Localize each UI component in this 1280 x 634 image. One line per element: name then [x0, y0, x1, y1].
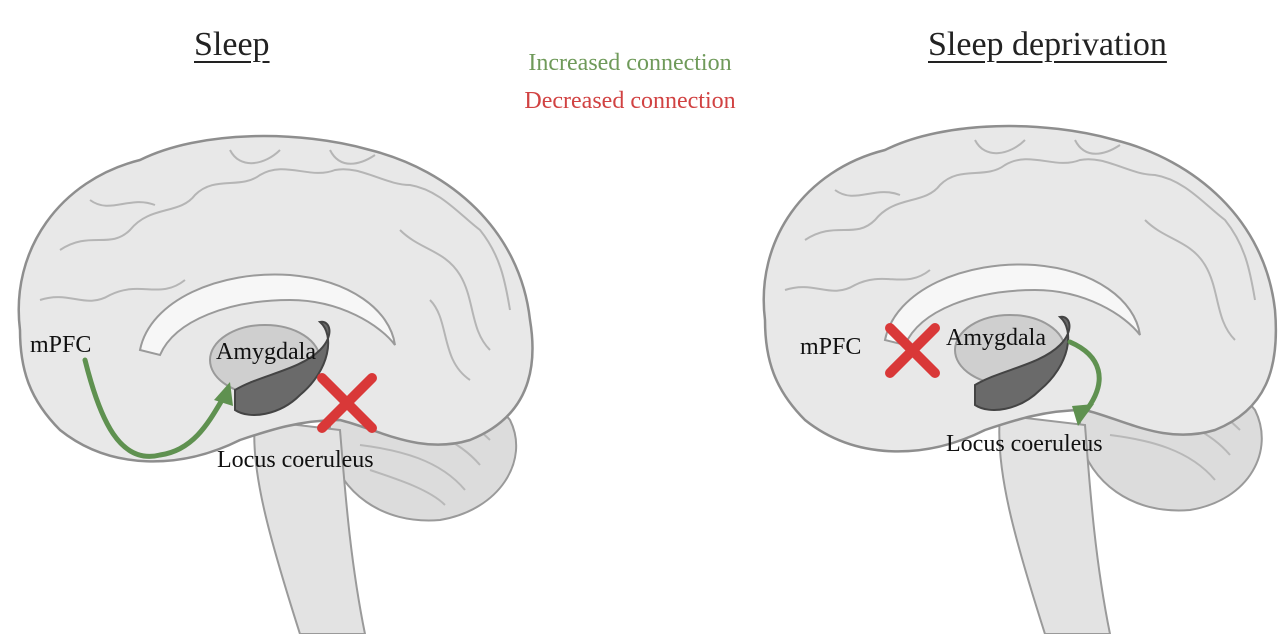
sleep-deprivation-title: Sleep deprivation [928, 26, 1167, 63]
left-mpfc-label: mPFC [30, 332, 92, 358]
sleep-title: Sleep [194, 26, 270, 63]
left-amygdala-label: Amygdala [216, 339, 316, 365]
right-mpfc-label: mPFC [800, 334, 862, 360]
left-locus-coeruleus-label: Locus coeruleus [217, 447, 374, 473]
legend-decreased-connection: Decreased connection [524, 88, 736, 114]
right-amygdala-label: Amygdala [946, 325, 1046, 351]
right-locus-coeruleus-label: Locus coeruleus [946, 431, 1103, 457]
legend-increased-connection: Increased connection [528, 50, 732, 76]
left-brain-illustration [17, 134, 534, 634]
